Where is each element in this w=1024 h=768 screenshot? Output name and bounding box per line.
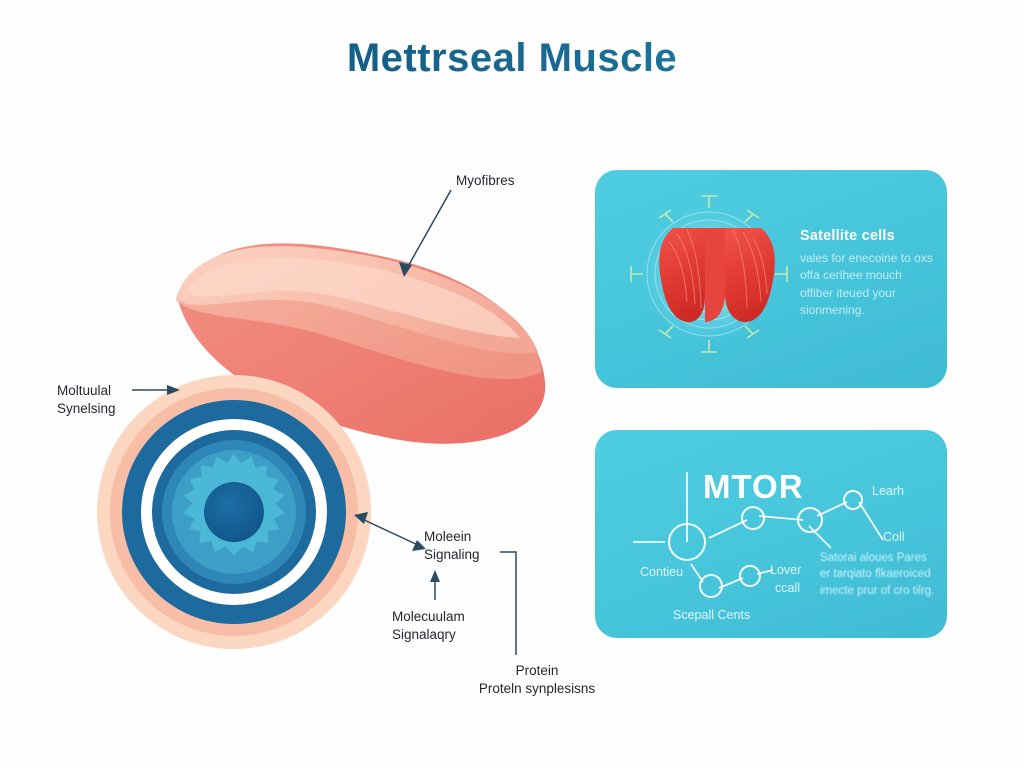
label-moleein-signaling: Moleein Signaling bbox=[424, 528, 480, 564]
label-moltuulal-synelsing: Moltuulal Synelsing bbox=[57, 382, 116, 418]
muscle-tissue-glyph bbox=[659, 228, 775, 323]
label-molecuulam-signalaqry: Molecuulam Signalaqry bbox=[392, 608, 465, 644]
label-myofibres: Myofibres bbox=[456, 173, 515, 188]
leader-moleein bbox=[359, 517, 421, 547]
satellite-card-body: vales for enecoine to oxs offa cerlhee m… bbox=[800, 251, 933, 318]
label-protein-synthesis: Protein Proteln synplesisns bbox=[462, 662, 612, 698]
muscle-belly-shape bbox=[176, 243, 546, 444]
leader-protein-elbow bbox=[500, 551, 517, 655]
mtor-node-label-scepall-cents: Scepall Cents bbox=[673, 608, 751, 622]
mtor-network-diagram bbox=[633, 472, 884, 598]
mtor-node-label-ccall: ccall bbox=[775, 581, 801, 595]
measurement-brackets bbox=[630, 195, 788, 353]
label-protein-line1: Protein bbox=[515, 663, 559, 678]
mtor-node-label-contieu: Contieu bbox=[640, 565, 684, 579]
mtor-node-label-lover: Lover bbox=[770, 563, 802, 577]
label-molecuulam-line2: Signalaqry bbox=[392, 627, 456, 643]
label-moltuulal-line2: Synelsing bbox=[57, 401, 116, 417]
mtor-node-label-coll: Coll bbox=[883, 530, 905, 544]
label-moltuulal-line1: Moltuulal bbox=[57, 383, 112, 398]
mtor-title: MTOR bbox=[703, 468, 804, 505]
mtor-card-body: Satorai aloues Pares er tarqiato flkaero… bbox=[820, 552, 935, 597]
gear-star-shape bbox=[183, 454, 285, 556]
satellite-card-heading: Satellite cells bbox=[800, 228, 895, 244]
leader-lines bbox=[132, 189, 517, 655]
network-nodes bbox=[668, 490, 863, 598]
page-title: Mettrseal Muscle bbox=[0, 36, 1024, 81]
card-satellite-cells[interactable]: Satellite cells vales for enecoine to ox… bbox=[595, 170, 947, 388]
label-moleein-line2: Signaling bbox=[424, 547, 480, 563]
label-protein-line2: Proteln synplesisns bbox=[478, 681, 596, 697]
mtor-node-label-learh: Learh bbox=[872, 484, 904, 498]
label-molecuulam-line1: Molecuulam bbox=[392, 609, 465, 624]
card-mtor-pathway[interactable]: MTOR Learh Coll Contieu Lover ccall Scep… bbox=[595, 430, 947, 638]
label-moleein-line1: Moleein bbox=[424, 529, 472, 544]
cross-section-rings bbox=[97, 375, 371, 649]
satellite-cell-icon bbox=[630, 195, 788, 353]
leader-myofibres bbox=[405, 189, 452, 271]
